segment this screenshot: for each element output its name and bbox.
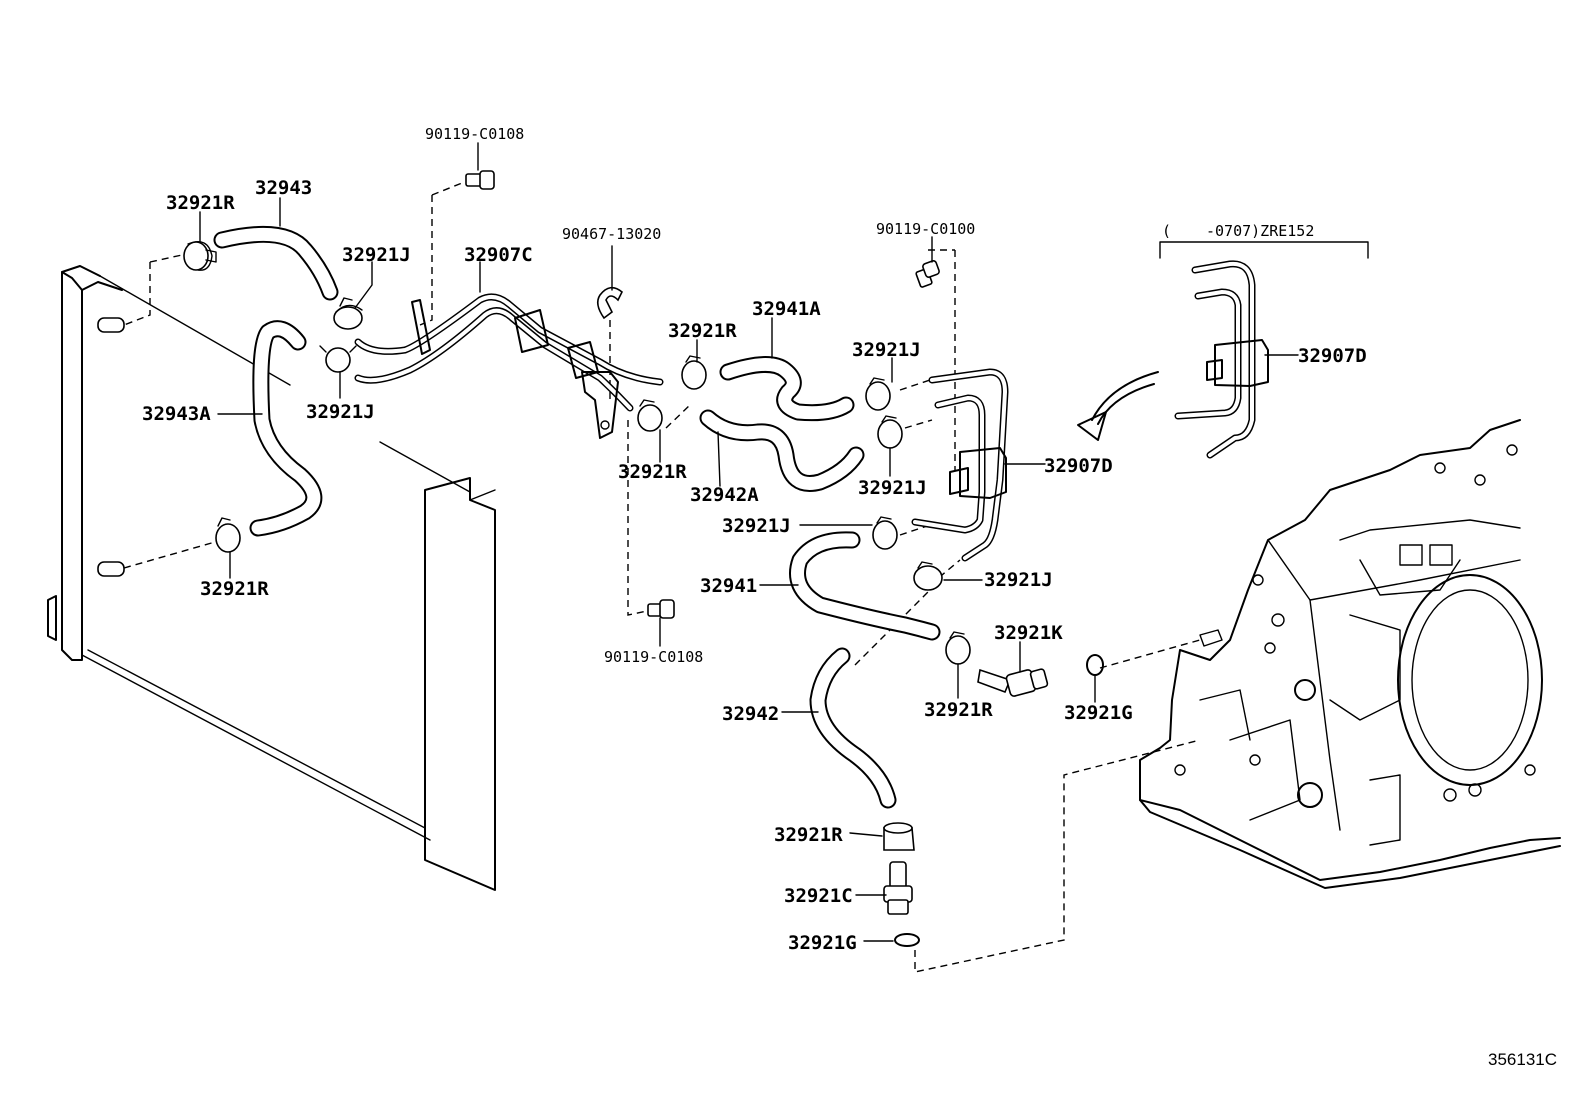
clamp-32921R-bottom-center — [883, 822, 915, 851]
o-ring-32921G-right — [1086, 654, 1104, 676]
clamp-32921J-middle — [319, 345, 357, 373]
clamp-32921R-bottom-right — [945, 631, 971, 665]
variant-bracket — [1159, 241, 1369, 259]
variant-note-text: -0707)ZRE152 — [1206, 222, 1314, 240]
clamp-32921R-center-low — [637, 399, 663, 432]
label-32921G-bottom: 32921G — [788, 932, 857, 954]
union-32921K — [977, 668, 1049, 697]
direction-arrow — [1077, 371, 1159, 441]
bolt-90119-C0108-bottom — [647, 599, 675, 619]
label-32921G-right: 32921G — [1064, 702, 1133, 724]
hose-32943A — [249, 320, 323, 537]
clamp-32921J-top — [333, 297, 363, 330]
label-32943: 32943 — [255, 177, 312, 199]
label-32921R-bottom-center: 32921R — [774, 824, 843, 846]
label-32921J-middle: 32921J — [306, 401, 375, 423]
transmission-case — [1139, 419, 1561, 889]
clamp-32921R-center — [681, 355, 707, 390]
figure-id: 356131C — [1488, 1050, 1557, 1069]
label-32907C: 32907C — [464, 244, 533, 266]
pipe-32907D-variant — [1174, 260, 1269, 459]
leader-lines — [123, 182, 1201, 973]
clamp-32921J-right-lower — [872, 516, 898, 550]
label-32942: 32942 — [722, 703, 779, 725]
pipe-32907C — [354, 293, 664, 439]
o-ring-32921G-bottom — [894, 933, 920, 947]
clamp-32921J-right-upper — [865, 377, 891, 411]
label-32921R-bottom-right: 32921R — [924, 699, 993, 721]
label-32921J-top: 32921J — [342, 244, 411, 266]
hose-32943 — [213, 225, 339, 301]
label-32907D-variant: 32907D — [1298, 345, 1367, 367]
label-32943A: 32943A — [142, 403, 211, 425]
hose-32941A — [719, 356, 855, 422]
label-90119-C0100: 90119-C0100 — [876, 220, 975, 238]
label-90467-13020: 90467-13020 — [562, 225, 661, 243]
variant-note: ( -0707)ZRE152 — [1162, 222, 1314, 240]
label-32921R-center: 32921R — [668, 320, 737, 342]
union-32921C — [883, 861, 913, 915]
label-leaders — [199, 142, 1299, 942]
clamp-32921R-top-left — [183, 241, 217, 271]
label-32921J-right-upper: 32921J — [852, 339, 921, 361]
label-32942A: 32942A — [690, 484, 759, 506]
pipe-32907D-main — [911, 368, 1009, 562]
radiator — [47, 265, 496, 891]
label-32907D-main: 32907D — [1044, 455, 1113, 477]
hose-32942A — [699, 409, 865, 492]
hose-32941 — [789, 531, 941, 641]
clamp-32921J-right-middle — [877, 415, 903, 449]
label-32941: 32941 — [700, 575, 757, 597]
part-labels: 32921R 32943 32921J 32907C 90119-C0108 9… — [142, 125, 1367, 954]
clamp-32921J-bottom-right — [913, 561, 943, 591]
variant-note-paren: ( — [1162, 222, 1171, 240]
hose-32942 — [809, 647, 897, 809]
clamp-90467-13020 — [596, 286, 623, 320]
label-32921R-top-left: 32921R — [166, 192, 235, 214]
label-32921C: 32921C — [784, 885, 853, 907]
bolt-90119-C0100 — [915, 260, 940, 288]
label-90119-C0108-top: 90119-C0108 — [425, 125, 524, 143]
label-32921J-bottom-right: 32921J — [984, 569, 1053, 591]
label-32941A: 32941A — [752, 298, 821, 320]
label-32921K: 32921K — [994, 622, 1063, 644]
label-32921J-right-middle: 32921J — [858, 477, 927, 499]
label-32921J-right-lower: 32921J — [722, 515, 791, 537]
bolt-90119-C0108-top — [465, 170, 495, 190]
label-90119-C0108-bottom: 90119-C0108 — [604, 648, 703, 666]
label-32921R-bottom-left: 32921R — [200, 578, 269, 600]
clamp-32921R-bottom-left — [215, 517, 241, 553]
label-32921R-center-low: 32921R — [618, 461, 687, 483]
